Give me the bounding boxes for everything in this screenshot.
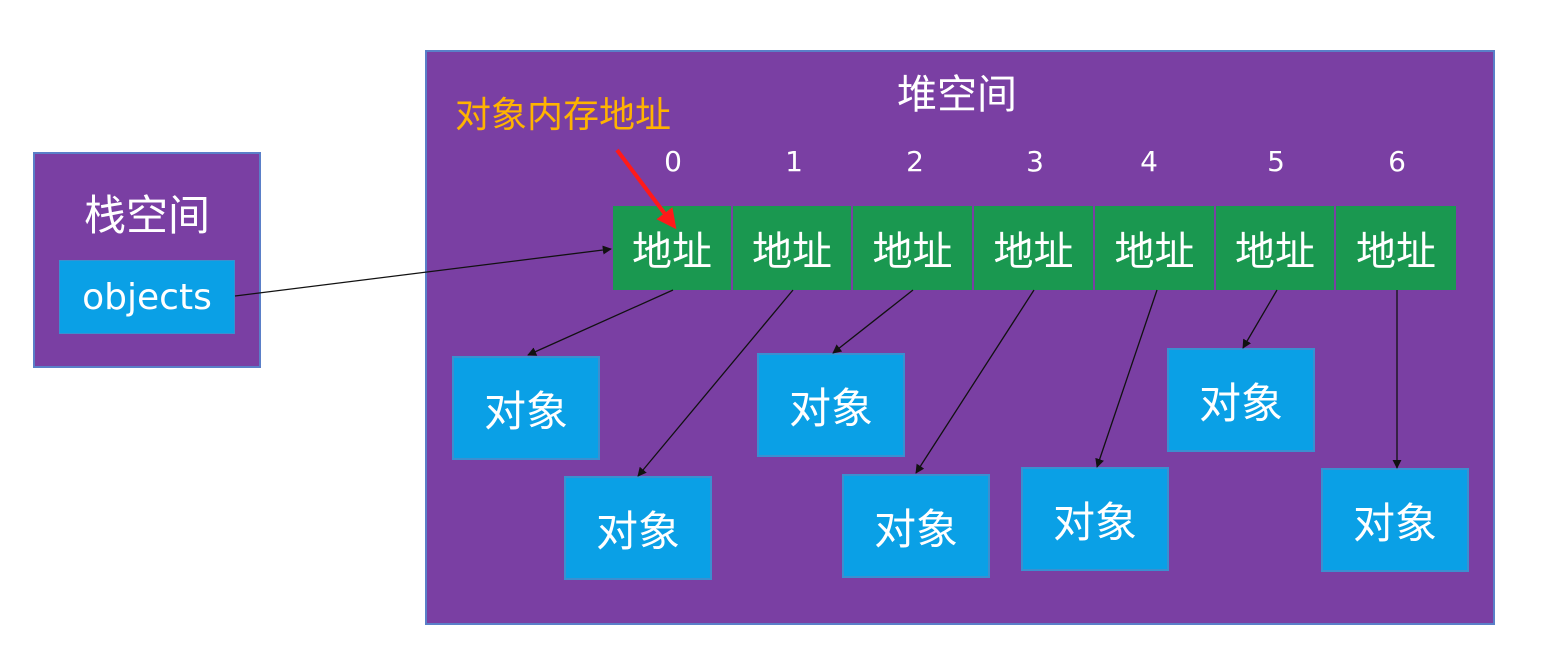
array-cell: 地址 [1336,206,1456,290]
array-index-label: 2 [906,145,924,178]
array-cell: 地址 [1095,206,1216,290]
array-cell: 地址 [733,206,853,290]
heap-space-title: 堆空间 [897,72,1017,118]
memory-address-annotation: 对象内存地址 [455,95,672,136]
object-box: 对象 [564,476,712,580]
array-index-label: 5 [1267,145,1285,178]
object-box: 对象 [452,356,600,460]
array-index-label: 0 [664,145,682,178]
array-cell: 地址 [974,206,1095,290]
object-box: 对象 [1021,467,1169,571]
object-box: 对象 [1167,348,1315,452]
array-index-label: 3 [1026,145,1044,178]
array-index-label: 6 [1388,145,1406,178]
stack-space-title: 栈空间 [83,191,210,240]
object-box: 对象 [757,353,905,457]
array-index-label: 4 [1140,145,1158,178]
array-cell: 地址 [613,206,733,290]
array-index-label: 1 [785,145,803,178]
array-cell: 地址 [853,206,974,290]
objects-variable-box: objects [59,260,235,334]
object-box: 对象 [1321,468,1469,572]
array-cell: 地址 [1216,206,1336,290]
object-box: 对象 [842,474,990,578]
